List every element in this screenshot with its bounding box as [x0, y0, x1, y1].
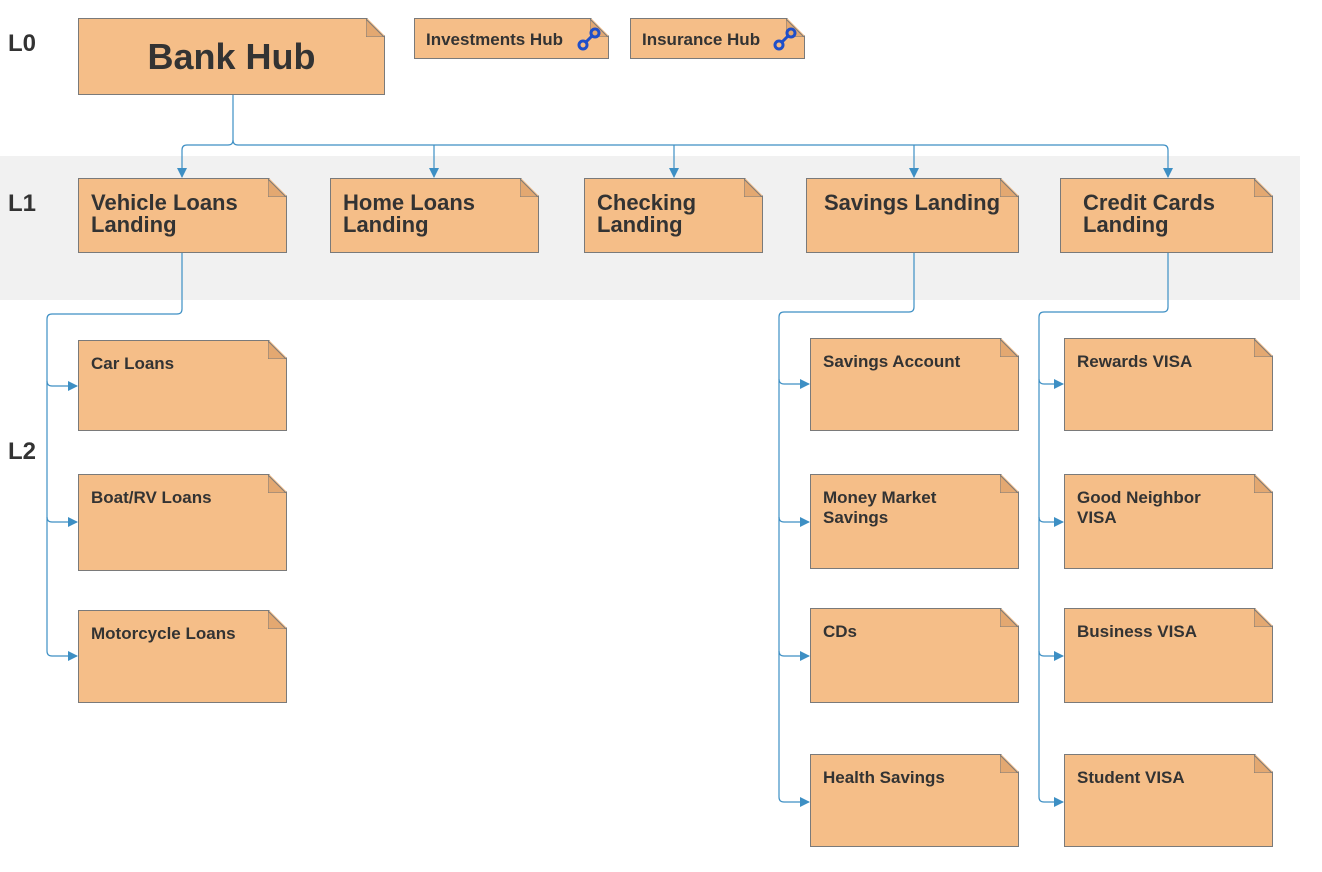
connector-to-cds [778, 650, 810, 661]
node-cds[interactable]: CDs [810, 608, 1019, 703]
node-label: Business VISA [1077, 622, 1197, 641]
page-fold-icon [786, 19, 804, 37]
node-label: Health Savings [823, 768, 945, 787]
page-fold-icon [1000, 755, 1018, 773]
page-fold-icon [268, 611, 286, 629]
connector-to-good-neighbor [1038, 516, 1064, 527]
node-label: Motorcycle Loans [91, 624, 236, 643]
page-fold-icon [1000, 475, 1018, 493]
node-label: Savings Account [823, 352, 961, 371]
node-savings-account[interactable]: Savings Account [810, 338, 1019, 431]
node-investments-hub[interactable]: Investments Hub [414, 18, 609, 59]
level-label-l2: L2 [8, 438, 37, 465]
node-label: Boat/RV Loans [91, 488, 212, 507]
node-label: Car Loans [91, 354, 175, 373]
page-fold-icon [366, 19, 384, 37]
page-fold-icon [1000, 179, 1018, 197]
node-business-visa[interactable]: Business VISA [1064, 608, 1273, 703]
node-label: Insurance Hub [642, 30, 761, 49]
connector-vehicle-trunk [46, 252, 183, 661]
node-good-neighbor-visa[interactable]: Good Neighbor VISA [1064, 474, 1273, 569]
node-label: Bank Hub [147, 36, 316, 77]
connector-savings-trunk [778, 252, 915, 807]
connector-root-trunk [232, 94, 1169, 151]
page-fold-icon [268, 341, 286, 359]
node-money-market-savings[interactable]: Money Market Savings [810, 474, 1019, 569]
node-label: CDs [823, 622, 858, 641]
connector-root-left [177, 139, 234, 178]
page-fold-icon [1254, 609, 1272, 627]
connector-to-money-market [778, 516, 810, 527]
node-label: Investments Hub [426, 30, 563, 49]
node-insurance-hub[interactable]: Insurance Hub [630, 18, 805, 59]
connector-credit-trunk [1038, 252, 1169, 807]
node-label: Savings Landing [824, 190, 1001, 215]
link-icon[interactable] [772, 26, 798, 52]
page-fold-icon [1254, 475, 1272, 493]
node-label: Student VISA [1077, 768, 1185, 787]
connector-to-car [46, 380, 78, 391]
node-label: Good Neighbor VISA [1077, 488, 1201, 528]
node-rewards-visa[interactable]: Rewards VISA [1064, 338, 1273, 431]
page-fold-icon [744, 179, 762, 197]
level-label-l1: L1 [8, 190, 37, 217]
connector-to-rewards [1038, 378, 1064, 389]
connector-to-boat [46, 516, 78, 527]
page-fold-icon [590, 19, 608, 37]
link-icon[interactable] [576, 26, 602, 52]
node-health-savings[interactable]: Health Savings [810, 754, 1019, 847]
page-fold-icon [268, 475, 286, 493]
connector-to-savings-account [778, 378, 810, 389]
node-label: Rewards VISA [1077, 352, 1193, 371]
page-fold-icon [1254, 179, 1272, 197]
node-motorcycle-loans[interactable]: Motorcycle Loans [78, 610, 287, 703]
page-fold-icon [268, 179, 286, 197]
page-fold-icon [1000, 339, 1018, 357]
node-label: Money Market Savings [823, 488, 937, 528]
page-fold-icon [1000, 609, 1018, 627]
node-student-visa[interactable]: Student VISA [1064, 754, 1273, 847]
node-savings-landing[interactable]: Savings Landing [806, 178, 1019, 253]
page-fold-icon [1254, 339, 1272, 357]
node-car-loans[interactable]: Car Loans [78, 340, 287, 431]
page-fold-icon [1254, 755, 1272, 773]
node-boat-rv-loans[interactable]: Boat/RV Loans [78, 474, 287, 571]
level-label-l0: L0 [8, 30, 37, 57]
connector-to-business [1038, 650, 1064, 661]
node-bank-hub[interactable]: Bank Hub [78, 18, 385, 95]
page-fold-icon [520, 179, 538, 197]
